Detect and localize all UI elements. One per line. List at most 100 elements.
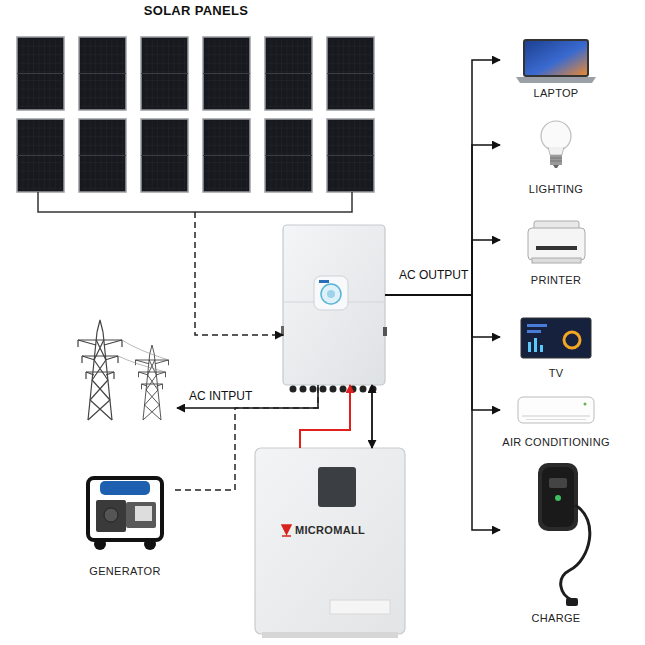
bulb-icon <box>541 121 571 151</box>
solar-panel-array <box>203 37 250 110</box>
ev-charger-icon <box>549 478 567 488</box>
tv-icon <box>521 318 591 358</box>
solar-panel-array <box>203 119 250 192</box>
generator-illustration <box>100 481 150 495</box>
generator-illustration <box>144 538 156 550</box>
solar-panel-array <box>141 37 188 110</box>
load-node: PRINTER <box>500 215 612 287</box>
inverter-unit <box>360 386 367 393</box>
inverter-unit <box>383 327 387 336</box>
grid-node <box>65 310 177 422</box>
laptop-icon <box>524 40 588 76</box>
ev-charger-icon <box>542 467 574 527</box>
node-label: CHARGE <box>532 611 581 625</box>
node-label: AIR CONDITIONING <box>502 435 609 449</box>
tv-icon <box>528 342 531 352</box>
ev-charger-icon <box>566 598 578 606</box>
bulb-icon <box>553 165 559 168</box>
generator-illustration <box>96 500 126 532</box>
inverter-unit <box>327 290 335 298</box>
generator-illustration <box>126 502 156 528</box>
node-label: TV <box>549 366 564 380</box>
inverter-unit <box>320 386 327 393</box>
inverter-unit <box>290 386 297 393</box>
generator-illustration <box>88 478 162 550</box>
connector <box>300 385 350 448</box>
bulb-icon <box>550 158 562 161</box>
inverter-unit <box>330 386 337 393</box>
node-label: SOLAR PANELS <box>144 4 248 18</box>
solar-panel-array <box>79 37 126 110</box>
tv-icon <box>534 338 537 352</box>
tv-icon <box>527 324 547 327</box>
generator-illustration <box>88 478 162 540</box>
power-grid-pylons <box>136 345 169 420</box>
air-conditioner-icon <box>526 419 586 420</box>
printer-icon <box>532 258 581 263</box>
printer-icon <box>528 228 585 260</box>
generator-illustration <box>104 508 118 522</box>
power-grid-pylons <box>118 340 169 372</box>
connector <box>385 295 500 337</box>
tv-icon <box>527 330 541 333</box>
inverter-unit <box>319 280 329 283</box>
solar-panel-array <box>327 37 374 110</box>
inverter-unit <box>290 386 377 393</box>
connector <box>177 385 318 408</box>
edge-label: AC INTPUT <box>187 389 254 403</box>
connector <box>175 385 318 490</box>
connector <box>371 385 373 448</box>
power-grid-pylons <box>78 320 122 420</box>
battery-illustration <box>255 448 405 634</box>
inverter-unit <box>300 386 307 393</box>
ev-charger-icon <box>555 495 561 501</box>
node-label: PRINTER <box>531 273 581 287</box>
node-label: LAPTOP <box>533 86 578 100</box>
inverter-unit <box>321 284 341 304</box>
connector <box>195 212 283 335</box>
solar-panel-array <box>265 119 312 192</box>
inverter-box <box>283 225 385 385</box>
battery-illustration <box>262 632 398 638</box>
connector <box>385 295 500 530</box>
bulb-icon <box>548 147 564 155</box>
laptop-icon <box>516 77 596 83</box>
laptop-icon <box>516 40 596 83</box>
power-grid-pylons <box>78 320 169 420</box>
connector <box>385 295 500 410</box>
inverter-unit <box>310 386 317 393</box>
air-conditioner-icon <box>522 416 590 417</box>
generator-illustration <box>135 506 152 521</box>
ev-charger-icon <box>538 463 578 531</box>
air-conditioner-icon <box>518 397 594 423</box>
tv-icon <box>521 318 591 358</box>
solar-panel-array <box>327 119 374 192</box>
inverter-unit <box>370 386 377 393</box>
bulb-icon <box>550 155 562 165</box>
battery-illustration <box>318 467 356 507</box>
solar-panel-array <box>38 192 352 212</box>
bulb-icon <box>541 121 571 168</box>
solar-panel-array <box>17 119 64 192</box>
tv-icon <box>540 345 543 352</box>
connector <box>385 240 500 295</box>
printer-icon <box>528 221 585 263</box>
air-conditioner-icon <box>584 403 587 406</box>
load-node: AIR CONDITIONING <box>500 392 612 449</box>
inverter-unit <box>314 276 348 310</box>
air-conditioner-icon <box>518 397 594 423</box>
node-label: LIGHTING <box>529 182 583 196</box>
tv-icon <box>564 332 580 348</box>
inverter-unit <box>283 225 385 385</box>
printer-icon <box>536 246 577 250</box>
ev-charger-icon <box>561 505 590 600</box>
generator-node: GENERATOR <box>75 470 175 578</box>
battery-illustration <box>330 600 390 614</box>
node-label: GENERATOR <box>89 564 160 578</box>
generator-illustration <box>94 538 106 550</box>
inverter-unit <box>340 386 347 393</box>
solar-panel-array <box>17 37 64 110</box>
load-node: LIGHTING <box>500 118 612 196</box>
solar-panel-array <box>141 119 188 192</box>
